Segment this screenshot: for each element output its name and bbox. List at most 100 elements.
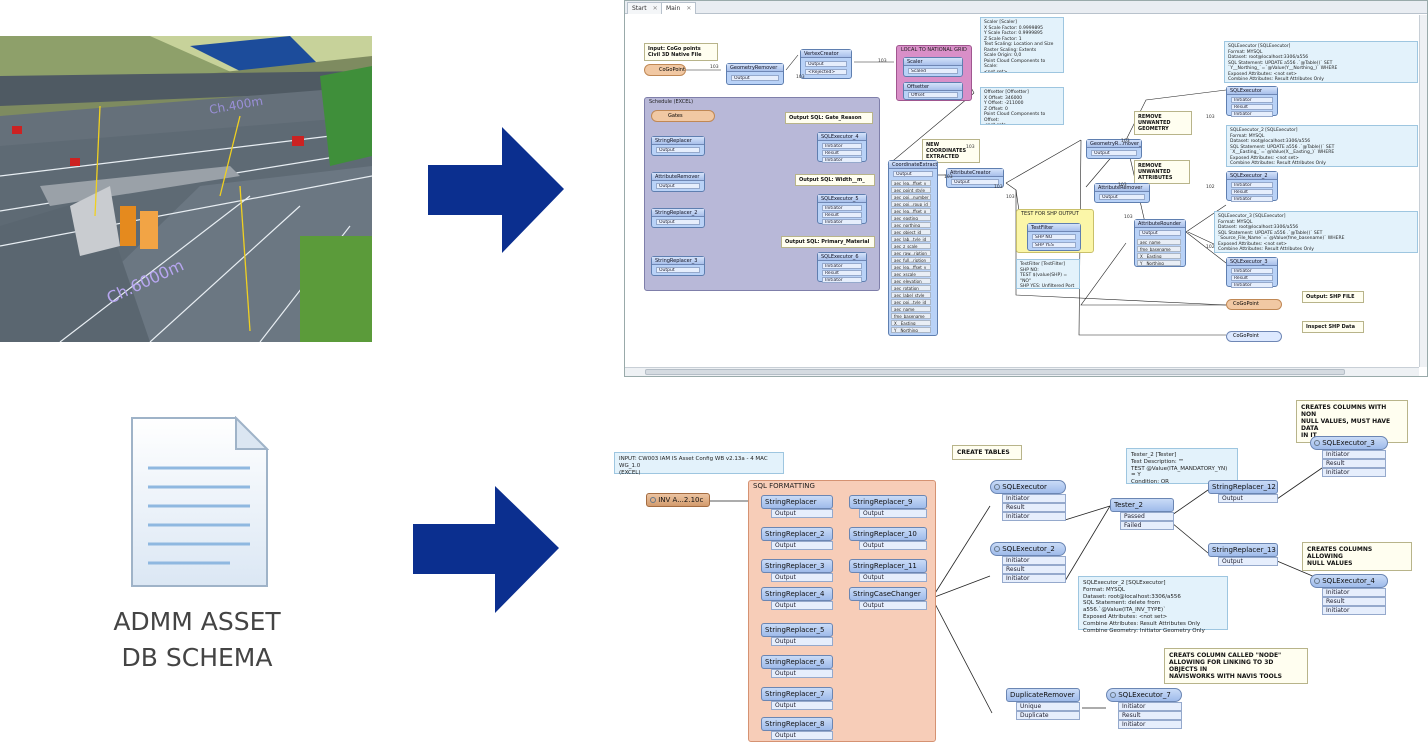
output-port[interactable]: Output <box>1099 194 1145 200</box>
result-port[interactable]: Result <box>822 270 862 276</box>
initiator-out-port[interactable]: Initiator <box>1322 606 1386 615</box>
shp-yes-port[interactable]: SHP YES <box>1032 242 1076 248</box>
inv-reader[interactable]: INV A...2.10c <box>646 493 710 507</box>
string-replacer-transformer[interactable]: StringReplacer_2 <box>761 527 833 541</box>
initiator-port[interactable]: Initiator <box>822 263 862 269</box>
result-port[interactable]: Result <box>822 150 862 156</box>
result-port[interactable]: Result <box>1002 503 1066 512</box>
output-port[interactable]: Output <box>859 573 927 582</box>
output-port[interactable]: Output <box>731 75 779 81</box>
initiator-out-port[interactable]: Initiator <box>1231 196 1273 202</box>
output-port[interactable]: Output <box>771 669 833 678</box>
string-transformer[interactable]: StringReplacer_9 <box>849 495 927 509</box>
output-port[interactable]: Output <box>656 183 700 189</box>
vertical-scrollbar[interactable] <box>1419 15 1427 367</box>
cogopoint-inspector[interactable]: CoGoPoint <box>1226 331 1282 342</box>
sqlexecutor-3-transformer[interactable]: SQLExecutor_3 <box>1310 436 1388 450</box>
string-transformer[interactable]: StringCaseChanger <box>849 587 927 601</box>
output-port[interactable]: Output <box>656 219 700 225</box>
coordinate-extractor-transformer[interactable]: CoordinateExtractor Output aec_lea...ffs… <box>888 160 938 336</box>
output-port[interactable]: Output <box>805 61 847 67</box>
tab-start[interactable]: Start✕ <box>627 2 663 14</box>
output-port[interactable]: Output <box>859 541 927 550</box>
shp-no-port[interactable]: SHP NO <box>1032 234 1076 240</box>
passed-port[interactable]: Passed <box>1120 512 1174 521</box>
tab-main[interactable]: Main✕ <box>661 2 697 14</box>
string-transformer[interactable]: StringReplacer_10 <box>849 527 927 541</box>
string-replacer-transformer[interactable]: StringReplacer_8 <box>761 717 833 731</box>
initiator-port[interactable]: Initiator <box>1322 588 1386 597</box>
initiator-out-port[interactable]: Initiator <box>1002 574 1066 583</box>
output-port[interactable]: Output <box>771 573 833 582</box>
sqlexecutor-transformer[interactable]: SQLExecutor <box>990 480 1066 494</box>
string-replacer-transformer[interactable]: StringReplacer_6 <box>761 655 833 669</box>
output-port[interactable]: Output <box>771 601 833 610</box>
output-port[interactable]: Output <box>859 509 927 518</box>
output-port[interactable]: Output <box>771 731 833 740</box>
string-replacer-transformer[interactable]: StringReplacer <box>761 495 833 509</box>
output-port[interactable]: Output <box>951 179 999 185</box>
output-port[interactable]: Output <box>771 701 833 710</box>
result-port[interactable]: Result <box>1231 104 1273 110</box>
initiator-out-port[interactable]: Initiator <box>1231 111 1273 117</box>
initiator-out-port[interactable]: Initiator <box>822 219 862 225</box>
result-port[interactable]: Result <box>1322 459 1386 468</box>
offset-port[interactable]: Offset <box>908 92 958 98</box>
tester-2-transformer[interactable]: Tester_2 <box>1110 498 1174 512</box>
initiator-out-port[interactable]: Initiator <box>822 277 862 283</box>
initiator-port[interactable]: Initiator <box>1322 450 1386 459</box>
unique-port[interactable]: Unique <box>1016 702 1080 711</box>
horizontal-scrollbar[interactable] <box>625 367 1419 376</box>
initiator-port[interactable]: Initiator <box>822 205 862 211</box>
cogopoint-reader[interactable]: CoGoPoint <box>644 64 686 76</box>
scrollbar-thumb[interactable] <box>645 369 1345 375</box>
close-icon[interactable]: ✕ <box>686 5 692 12</box>
rejected-port[interactable]: <Rejected> <box>805 69 847 75</box>
result-port[interactable]: Result <box>1231 275 1273 281</box>
initiator-out-port[interactable]: Initiator <box>1118 720 1182 729</box>
initiator-out-port[interactable]: Initiator <box>1002 512 1066 521</box>
initiator-port[interactable]: Initiator <box>1118 702 1182 711</box>
cogopoint-writer[interactable]: CoGoPoint <box>1226 299 1282 310</box>
close-icon[interactable]: ✕ <box>652 5 658 12</box>
sqlexecutor-7-transformer[interactable]: SQLExecutor_7 <box>1106 688 1182 702</box>
initiator-port[interactable]: Initiator <box>1002 494 1066 503</box>
string-replacer-transformer[interactable]: StringReplacer_7 <box>761 687 833 701</box>
output-port[interactable]: Output <box>656 147 700 153</box>
failed-port[interactable]: Failed <box>1120 521 1174 530</box>
initiator-port[interactable]: Initiator <box>1231 182 1273 188</box>
gates-reader[interactable]: Gates <box>651 110 715 122</box>
output-port[interactable]: Output <box>771 509 833 518</box>
string-replacer-transformer[interactable]: StringReplacer_4 <box>761 587 833 601</box>
initiator-port[interactable]: Initiator <box>1002 556 1066 565</box>
initiator-port[interactable]: Initiator <box>822 143 862 149</box>
initiator-port[interactable]: Initiator <box>1231 97 1273 103</box>
duplicate-remover-transformer[interactable]: DuplicateRemover <box>1006 688 1080 702</box>
string-replacer-transformer[interactable]: StringReplacer_3 <box>761 559 833 573</box>
result-port[interactable]: Result <box>822 212 862 218</box>
string-transformer[interactable]: StringReplacer_11 <box>849 559 927 573</box>
scaled-port[interactable]: Scaled <box>908 68 958 74</box>
string-replacer-12-transformer[interactable]: StringReplacer_12 <box>1208 480 1278 494</box>
duplicate-port[interactable]: Duplicate <box>1016 711 1080 720</box>
output-port[interactable]: Output <box>893 171 933 177</box>
string-replacer-13-transformer[interactable]: StringReplacer_13 <box>1208 543 1278 557</box>
